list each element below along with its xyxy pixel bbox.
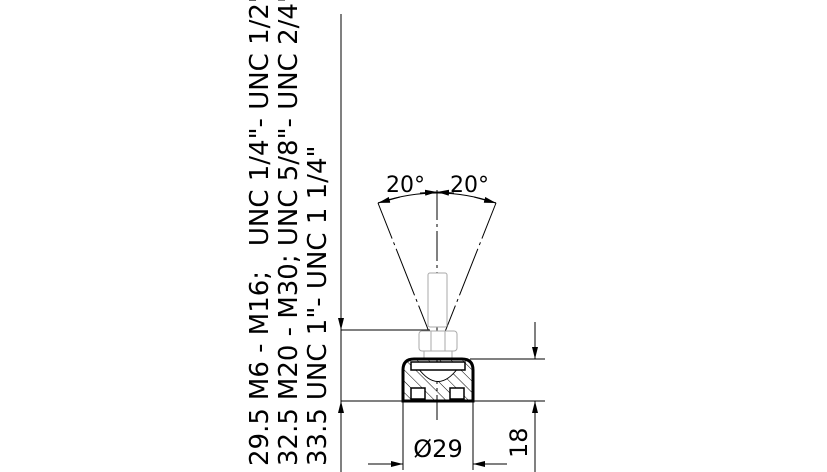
overall-height-dimension bbox=[338, 14, 545, 472]
thread-spec-labels: 29.5M6 - M16; UNC 1/4"- UNC 1/2" 32.5M20… bbox=[245, 0, 333, 466]
diameter-label: Ø29 bbox=[413, 435, 462, 463]
thread-spec-line-3: 33.5UNC 1"- UNC 1 1/4" bbox=[303, 146, 333, 466]
diameter-dimension bbox=[368, 401, 507, 470]
angle-right-label: 20° bbox=[450, 173, 489, 198]
threaded-stud bbox=[418, 272, 458, 360]
thread-spec-line-1: 29.5M6 - M16; UNC 1/4"- UNC 1/2" bbox=[245, 0, 275, 466]
angle-left-label: 20° bbox=[386, 173, 425, 198]
thread-spec-line-2: 32.5M20 - M30; UNC 5/8"- UNC 2/4" bbox=[274, 0, 304, 466]
base-body bbox=[401, 357, 475, 403]
base-height-dimension bbox=[470, 322, 545, 472]
base-height-label: 18 bbox=[505, 427, 533, 458]
